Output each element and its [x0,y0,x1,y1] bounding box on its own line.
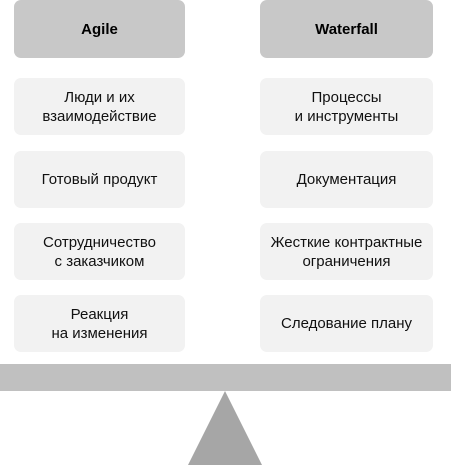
agile-header: Agile [14,0,185,58]
fulcrum-triangle [188,391,262,465]
fulcrum-shape [188,391,262,465]
waterfall-item: Жесткие контрактные ограничения [260,223,433,280]
balance-beam [0,364,451,391]
waterfall-header: Waterfall [260,0,433,58]
waterfall-column: Waterfall Процессы и инструменты Докумен… [260,0,433,352]
agile-item: Готовый продукт [14,151,185,208]
agile-item: Реакция на изменения [14,295,185,352]
waterfall-item: Документация [260,151,433,208]
agile-item: Люди и их взаимодействие [14,78,185,135]
waterfall-item: Следование плану [260,295,433,352]
agile-item: Сотрудничество с заказчиком [14,223,185,280]
agile-column: Agile Люди и их взаимодействие Готовый п… [14,0,185,352]
waterfall-item: Процессы и инструменты [260,78,433,135]
